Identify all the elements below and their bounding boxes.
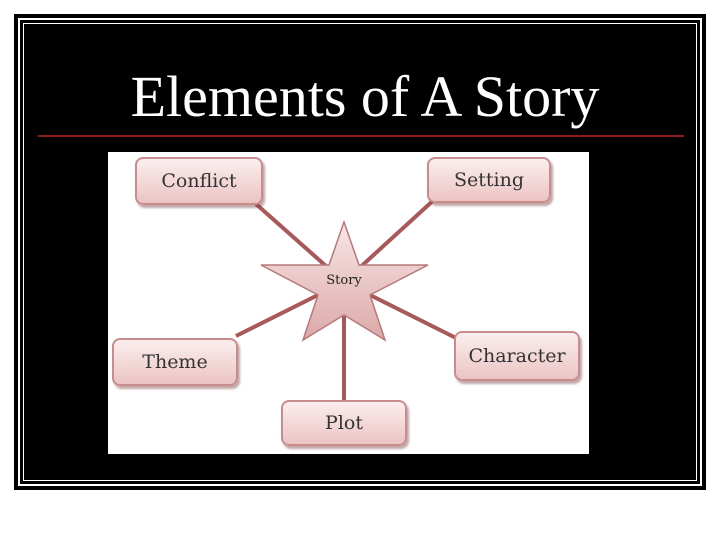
- slide-border-outer: [18, 18, 702, 486]
- node-plot: Plot: [281, 400, 407, 446]
- slide-border-inner: [23, 23, 697, 481]
- story-elements-diagram: Story Conflict Setting Theme Character P…: [108, 152, 589, 454]
- story-star-shape: [260, 219, 429, 342]
- node-character: Character: [454, 331, 580, 381]
- node-theme: Theme: [112, 338, 238, 386]
- diagram-canvas: [235, 196, 461, 406]
- slide-title: Elements of A Story: [130, 64, 600, 129]
- node-conflict: Conflict: [135, 157, 263, 205]
- star-label-story: Story: [326, 273, 362, 288]
- title-underline: [38, 135, 684, 137]
- node-setting: Setting: [427, 157, 551, 203]
